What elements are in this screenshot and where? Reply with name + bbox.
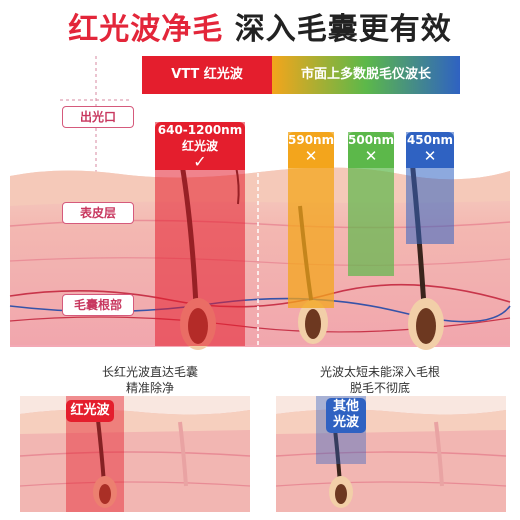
tag-other-wave: 其他 光波 [326, 398, 366, 433]
bottom-right-panel [276, 396, 506, 512]
cross-icon: ✕ [304, 147, 318, 165]
caption-right: 光波太短未能深入毛根 脱毛不彻底 [270, 364, 490, 396]
banner-market: 市面上多数脱毛仪波长 [272, 56, 460, 94]
caption-right-2: 脱毛不彻底 [349, 381, 410, 395]
tag-other-line1: 其他 [332, 399, 359, 414]
title-dark: 深入毛囊更有效 [234, 12, 452, 47]
tag-other-line2: 光波 [332, 415, 359, 430]
caption-left-2: 精准除净 [125, 381, 174, 395]
band-500-label: 500nm ✕ [348, 132, 394, 168]
tag-red-wave: 红光波 [66, 400, 114, 422]
bottom-left-panel [20, 396, 250, 512]
band-450-range: 450nm [406, 133, 454, 147]
label-epidermis: 表皮层 [62, 202, 134, 224]
cross-icon: ✕ [423, 147, 437, 165]
banner-vtt: VTT 红光波 [142, 56, 272, 94]
caption-right-1: 光波太短未能深入毛根 [319, 365, 440, 379]
label-follicle: 毛囊根部 [62, 294, 134, 316]
check-icon: ✓ [193, 152, 207, 171]
caption-left: 长红光波直达毛囊 精准除净 [40, 364, 260, 396]
band-red-label: 640-1200nm 红光波 ✓ [155, 122, 245, 170]
band-500-range: 500nm [348, 133, 395, 147]
page-title: 红光波净毛 深入毛囊更有效 [0, 4, 520, 48]
cross-icon: ✕ [364, 147, 378, 165]
band-590-label: 590nm ✕ [288, 132, 334, 168]
label-outlet: 出光口 [62, 106, 134, 128]
title-red: 红光波净毛 [68, 12, 224, 47]
band-red-range: 640-1200nm [157, 123, 243, 137]
caption-left-1: 长红光波直达毛囊 [101, 365, 198, 379]
band-red-name: 红光波 [181, 139, 218, 153]
band-450-label: 450nm ✕ [406, 132, 454, 168]
band-590-range: 590nm [288, 133, 335, 147]
